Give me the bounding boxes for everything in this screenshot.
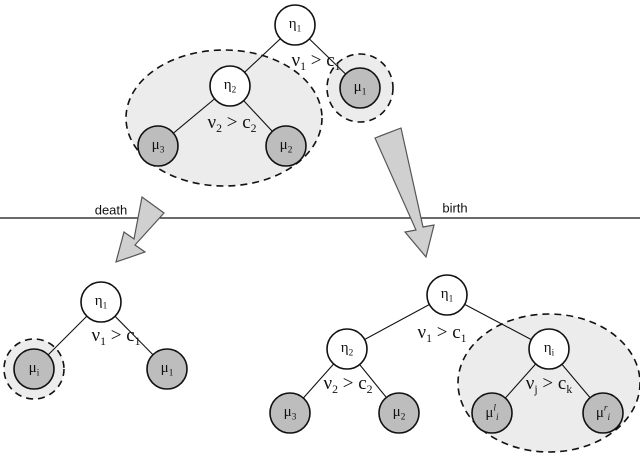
death-arrow bbox=[115, 195, 165, 263]
death-leaf-mui bbox=[13, 348, 55, 390]
birth-right-condition: νj > ck bbox=[525, 373, 573, 397]
birth-leaf-mu2 bbox=[378, 392, 420, 434]
birth-right-node bbox=[528, 328, 570, 370]
death-root-label: η1 bbox=[94, 293, 108, 312]
birth-arrow bbox=[374, 127, 435, 259]
birth-left-label: η2 bbox=[340, 340, 354, 359]
top-left-condition: ν2 > c2 bbox=[207, 112, 257, 136]
birth-leaf-mu3-label: μ3 bbox=[283, 404, 297, 423]
birth-right-label: ηi bbox=[543, 340, 555, 359]
birth-label: birth bbox=[442, 200, 468, 216]
death-leaf-mu1 bbox=[146, 348, 188, 390]
top-root-node bbox=[274, 4, 316, 46]
top-leaf-mu2 bbox=[265, 125, 307, 167]
top-leaf-mu3 bbox=[137, 125, 179, 167]
top-leaf-mu2-label: μ2 bbox=[279, 137, 293, 156]
birth-leaf-mu3 bbox=[269, 392, 311, 434]
birth-root-condition: ν1 > c1 bbox=[417, 322, 467, 346]
death-root-node bbox=[80, 281, 122, 323]
top-left-label: η2 bbox=[223, 77, 237, 96]
death-leaf-mu1-label: μ1 bbox=[160, 360, 174, 379]
top-leaf-mu1 bbox=[339, 67, 381, 109]
birth-root-label: η1 bbox=[440, 286, 454, 305]
birth-root-node bbox=[426, 274, 468, 316]
top-root-label: η1 bbox=[288, 16, 302, 35]
birth-leaf-mul bbox=[471, 392, 513, 434]
death-label: death bbox=[94, 202, 128, 218]
death-leaf-mui-label: μi bbox=[28, 360, 40, 379]
birth-leaf-mur bbox=[582, 392, 624, 434]
death-root-condition: ν1 > c1 bbox=[91, 325, 141, 349]
birth-left-node bbox=[326, 328, 368, 370]
birth-left-condition: ν2 > c2 bbox=[323, 373, 373, 397]
birth-leaf-mur-label: μri bbox=[595, 403, 611, 424]
top-root-condition: ν1 > c1 bbox=[291, 50, 341, 74]
birth-leaf-mu2-label: μ2 bbox=[392, 404, 406, 423]
top-left-node bbox=[209, 65, 251, 107]
top-leaf-mu3-label: μ3 bbox=[151, 137, 165, 156]
top-leaf-mu1-label: μ1 bbox=[353, 79, 367, 98]
birth-leaf-mul-label: μli bbox=[485, 403, 499, 424]
